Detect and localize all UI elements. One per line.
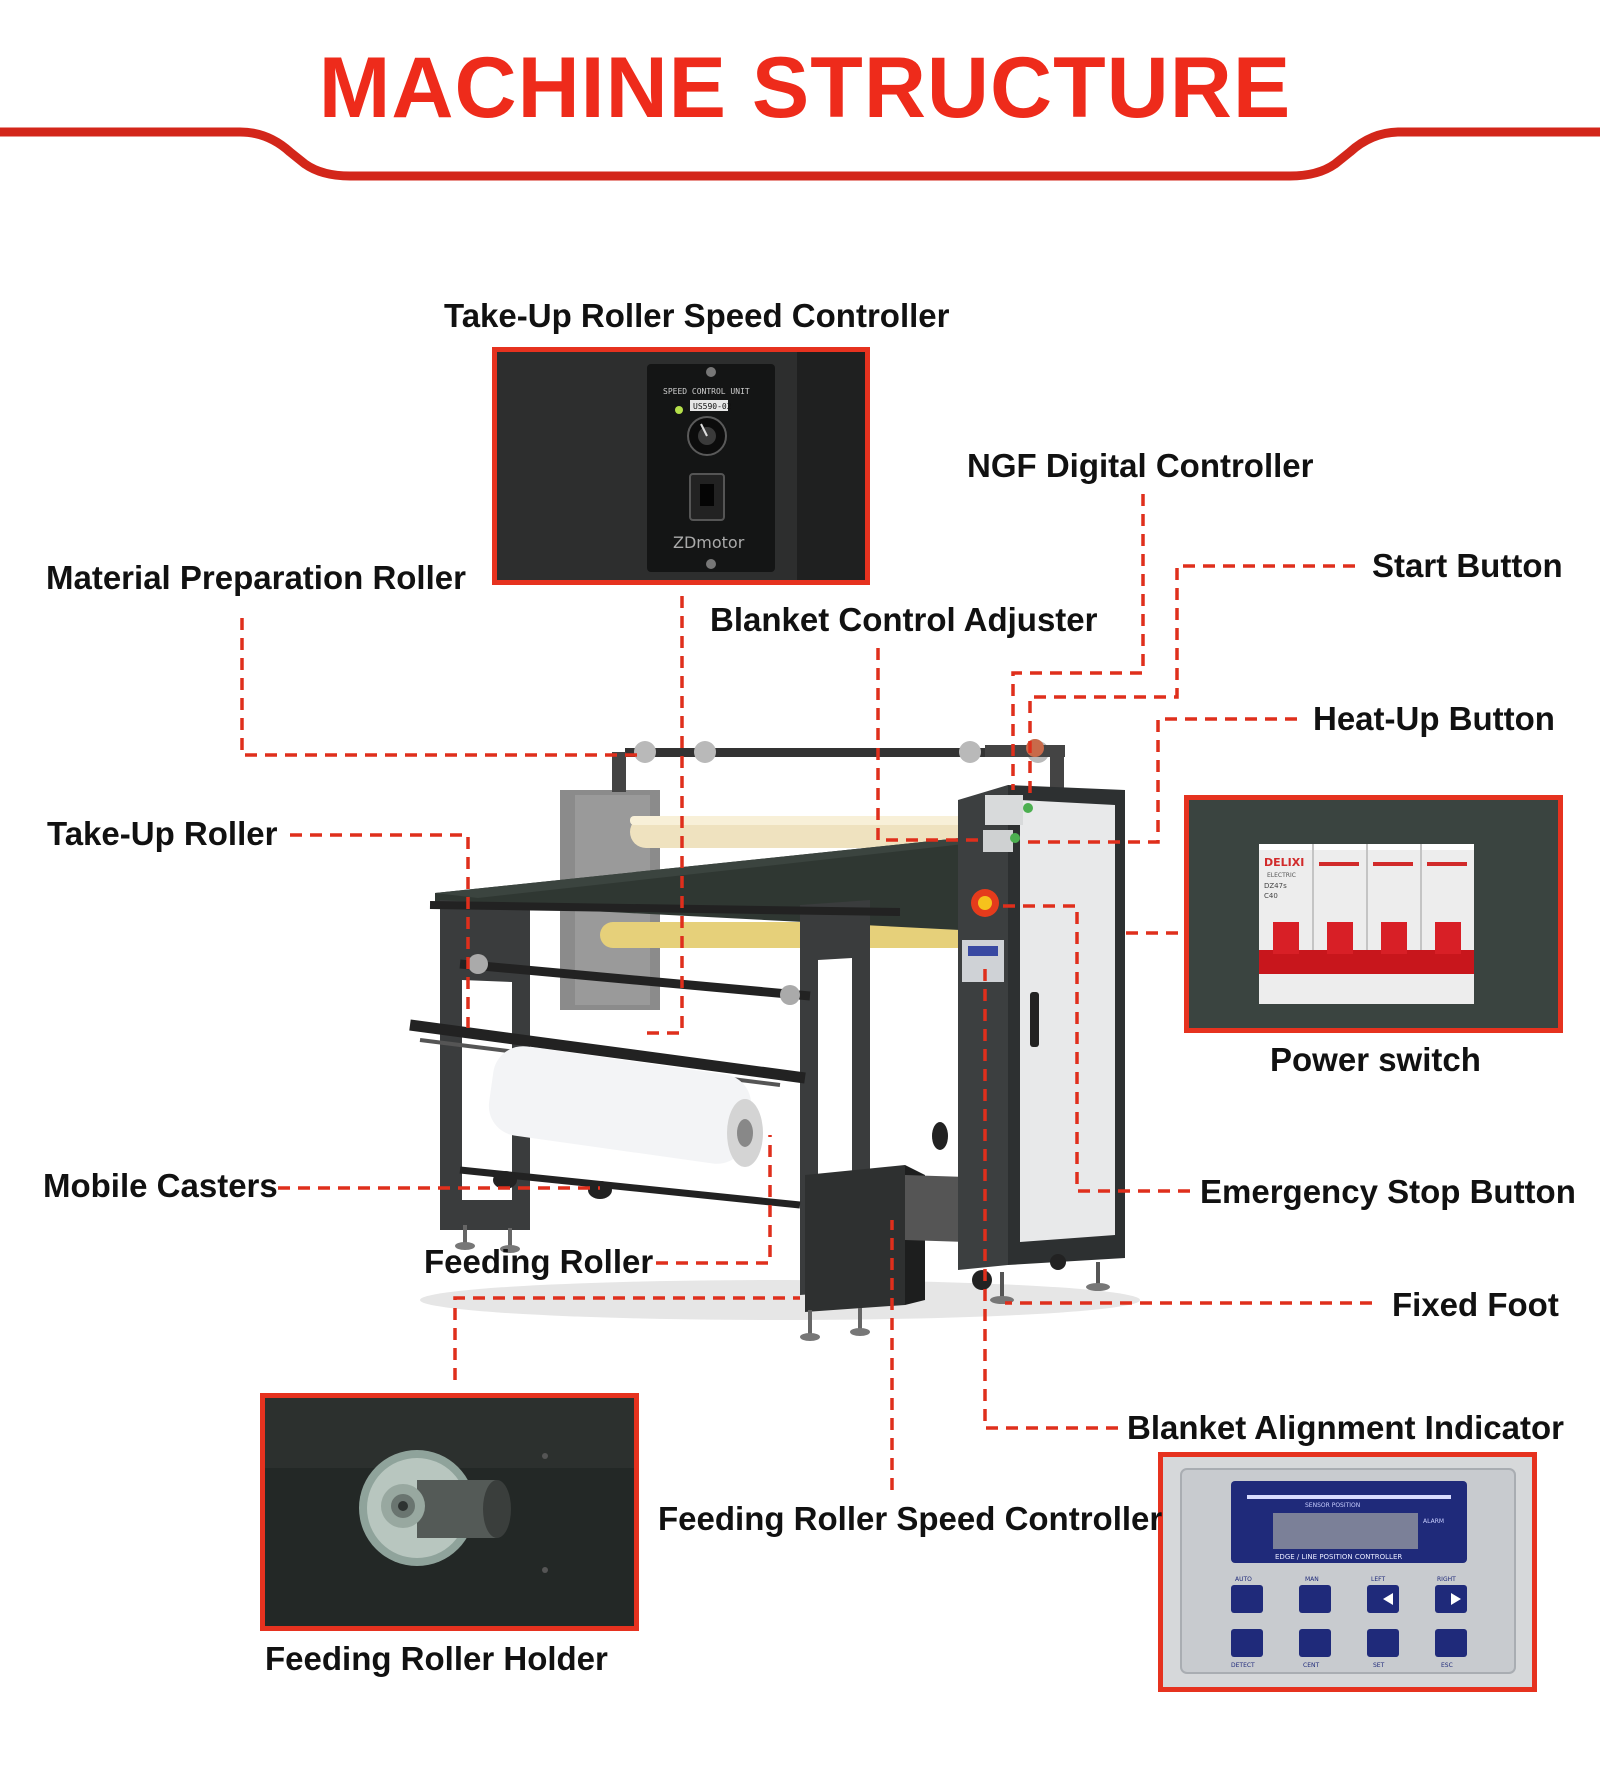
key-auto-label: AUTO — [1235, 1576, 1252, 1583]
key-esc-label: ESC — [1441, 1662, 1453, 1669]
controller-name: EDGE / LINE POSITION CONTROLLER — [1275, 1553, 1402, 1561]
power-switch-photo: DELIXI ELECTRIC DZ47s C40 — [1184, 795, 1563, 1033]
controller-alarm-text: ALARM — [1423, 1518, 1444, 1525]
label-take-up-speed-controller: Take-Up Roller Speed Controller — [444, 297, 950, 334]
key-left-label: LEFT — [1371, 1576, 1385, 1583]
label-material-preparation-roller: Material Preparation Roller — [46, 559, 466, 596]
speed-unit-caption: SPEED CONTROL UNIT — [663, 387, 750, 396]
label-start-button: Start Button — [1372, 547, 1563, 584]
label-blanket-control-adjuster: Blanket Control Adjuster — [710, 601, 1098, 638]
blanket-alignment-indicator-photo: SENSOR POSITION ALARM EDGE / LINE POSITI… — [1158, 1452, 1537, 1692]
key-cent-label: CENT — [1303, 1662, 1319, 1669]
label-emergency-stop-button: Emergency Stop Button — [1200, 1173, 1576, 1210]
breaker-model: DZ47s — [1264, 882, 1287, 890]
title-underline — [0, 127, 1600, 181]
label-feeding-roller-holder: Feeding Roller Holder — [265, 1640, 608, 1677]
page-title: MACHINE STRUCTURE — [318, 40, 1292, 136]
breaker-rating: C40 — [1264, 892, 1278, 900]
speed-unit-model: US590-02 — [693, 402, 732, 411]
speed-unit-brand: ZDmotor — [673, 533, 745, 552]
take-up-speed-controller-photo: SPEED CONTROL UNIT US590-02 ZDmotor — [492, 347, 870, 585]
label-power-switch: Power switch — [1270, 1041, 1481, 1078]
key-right-label: RIGHT — [1437, 1576, 1456, 1583]
label-feeding-roller: Feeding Roller — [424, 1243, 654, 1280]
label-take-up-roller: Take-Up Roller — [47, 815, 278, 852]
breaker-sub: ELECTRIC — [1267, 872, 1296, 879]
feeding-roller-holder-photo — [260, 1393, 639, 1631]
breaker-brand: DELIXI — [1264, 856, 1304, 869]
label-heat-up-button: Heat-Up Button — [1313, 700, 1555, 737]
key-set-label: SET — [1373, 1662, 1385, 1669]
label-feeding-roller-speed-controller: Feeding Roller Speed Controller — [658, 1500, 1163, 1537]
label-blanket-alignment-indicator: Blanket Alignment Indicator — [1127, 1409, 1564, 1446]
label-ngf-digital-controller: NGF Digital Controller — [967, 447, 1314, 484]
label-mobile-casters: Mobile Casters — [43, 1167, 278, 1204]
controller-top-text: SENSOR POSITION — [1305, 1502, 1360, 1509]
key-detect-label: DETECT — [1231, 1662, 1255, 1669]
label-fixed-foot: Fixed Foot — [1392, 1286, 1559, 1323]
key-man-label: MAN — [1305, 1576, 1319, 1583]
